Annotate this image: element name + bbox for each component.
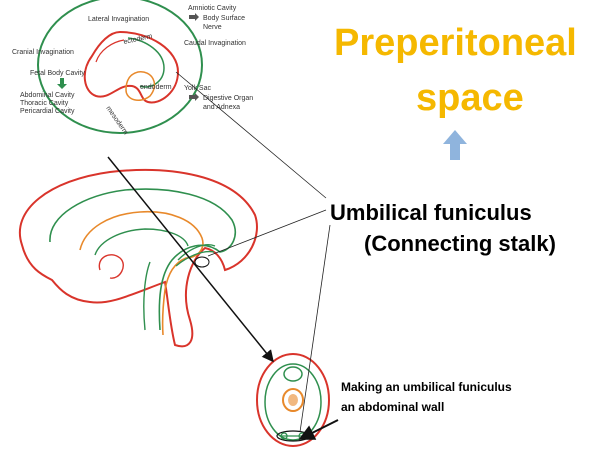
outer-red-ring: [256, 353, 330, 447]
line-embryo-to-stalk: [175, 71, 327, 199]
label-abdominal-cavity: Abdominal Cavity: [20, 92, 75, 99]
embryo-mesoderm-arc: [95, 39, 125, 63]
label-fetal-body-cavity: Fetal Body Cavity: [30, 70, 85, 77]
embryo-endoderm-loop: [125, 71, 156, 102]
label-thoracic-cavity: Thoracic Cavity: [20, 100, 69, 107]
label-body-surface: Body Surface: [203, 15, 245, 22]
embryo-body-red: [83, 30, 180, 104]
connecting-stalk-label: (Connecting stalk): [364, 231, 556, 256]
label-amniotic-cavity: Amniotic Cavity: [188, 5, 237, 12]
right-arrow-icon: [189, 13, 199, 21]
title-line-2: space: [416, 77, 524, 119]
inner-green-contour: [49, 188, 236, 331]
label-and-adnexa: and Adnexa: [203, 104, 240, 111]
abdominal-wall-label: an abdominal wall: [341, 400, 444, 414]
umbilical-funiculus-label: Umbilical funiculus: [330, 200, 532, 225]
gut-orange-fill: [288, 394, 298, 406]
stalk-node: [194, 256, 210, 268]
arrow-to-abdominal-wall: [298, 419, 339, 440]
label-digestive-organ: Digestive Organ: [203, 95, 253, 102]
label-endoderm: endoderm: [140, 84, 172, 91]
up-arrow-icon: [443, 130, 467, 160]
inner-green-ring: [264, 363, 322, 441]
sagittal-embryo-drawing: [19, 168, 258, 348]
label-nerve: Nerve: [203, 24, 222, 31]
inner-red-loop: [98, 254, 124, 279]
inner-green-contour-2: [94, 228, 189, 331]
title-line-1: Preperitoneal: [334, 22, 577, 64]
embryo-ectoderm-inner: [127, 37, 165, 88]
inner-orange-contour: [79, 210, 204, 336]
spine-green: [283, 366, 303, 382]
abdominal-cross-section: [256, 353, 330, 447]
label-lateral-invagination: Lateral Invagination: [88, 16, 149, 23]
label-yolk-sac: Yolk Sac: [184, 85, 211, 92]
embryo-outer-circle: [37, 0, 203, 134]
gut-orange: [282, 388, 304, 412]
embryo-diagram: Lateral Invagination Amniotic Cavity Bod…: [12, 0, 253, 136]
making-funiculus-label: Making an umbilical funiculus: [341, 380, 512, 394]
pointer-lines: [107, 71, 339, 440]
outer-red-contour: [19, 168, 258, 348]
right-arrow-icon-2: [189, 93, 199, 101]
label-caudal-invagination: Caudal Invagination: [184, 40, 246, 47]
down-arrow-icon: [57, 78, 67, 89]
label-cranial-invagination: Cranial Invagination: [12, 49, 74, 56]
stalk-lines: [175, 244, 216, 267]
arrow-to-cross-section: [107, 156, 274, 363]
line-sagittal-to-stalk: [207, 209, 327, 257]
line-cross-to-stalk: [299, 224, 331, 433]
label-pericardial-cavity: Pericardial Cavity: [20, 108, 75, 115]
